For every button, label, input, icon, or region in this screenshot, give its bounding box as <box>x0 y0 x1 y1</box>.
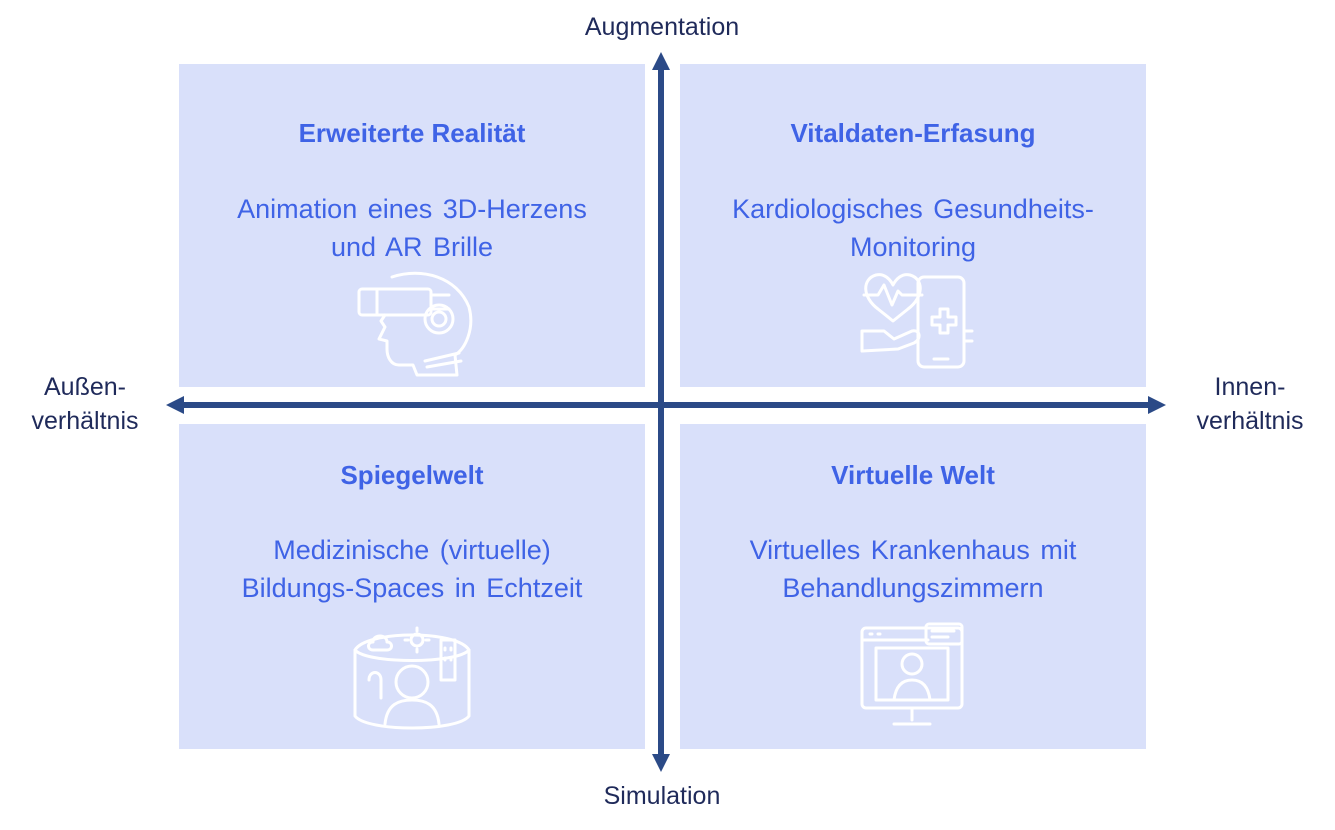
arrow-up <box>652 52 670 70</box>
quadrant-title: Spiegelwelt <box>340 460 484 490</box>
quadrant-top-right: Vitaldaten-Erfasung Kardiologisches Gesu… <box>680 64 1146 387</box>
axis-label-left-line2: verhältnis <box>31 407 139 435</box>
quadrant-description-line1: Animation eines 3D-Herzens <box>237 194 587 224</box>
quadrant-bottom-right: Virtuelle Welt Virtuelles Krankenhaus mi… <box>680 424 1146 749</box>
vr-headset-head-icon <box>357 271 473 377</box>
axis-label-bottom: Simulation <box>603 782 721 810</box>
quadrant-title: Erweiterte Realität <box>298 118 526 148</box>
immersive-space-person-icon <box>353 626 471 730</box>
quadrant-description-line2: und AR Brille <box>330 232 494 262</box>
axis-label-right-line2: verhältnis <box>1196 407 1304 435</box>
axis-label-right-line1: Innen- <box>1214 373 1286 401</box>
arrow-left <box>166 396 184 414</box>
phone-heart-monitor-icon <box>860 273 974 369</box>
quadrant-description-line2: Monitoring <box>849 232 977 262</box>
axis-label-top: Augmentation <box>584 13 740 41</box>
quadrant-description-line1: Kardiologisches Gesundheits- <box>732 194 1094 224</box>
quadrant-description-line2: Bildungs-Spaces in Echtzeit <box>241 573 583 603</box>
quadrant-title: Virtuelle Welt <box>831 460 995 490</box>
quadrant-top-left: Erweiterte Realität Animation eines 3D-H… <box>179 64 645 387</box>
quadrant-description-line1: Virtuelles Krankenhaus mit <box>749 535 1077 565</box>
quadrant-description-line2: Behandlungszimmern <box>782 573 1044 603</box>
monitor-video-call-icon <box>860 622 964 726</box>
quadrant-description-line1: Medizinische (virtuelle) <box>273 535 551 565</box>
axis-label-left-line1: Außen- <box>44 373 126 401</box>
arrow-right <box>1148 396 1166 414</box>
quadrant-bottom-left: Spiegelwelt Medizinische (virtuelle) Bil… <box>179 424 645 749</box>
arrow-down <box>652 754 670 772</box>
quadrant-title: Vitaldaten-Erfasung <box>790 118 1036 148</box>
